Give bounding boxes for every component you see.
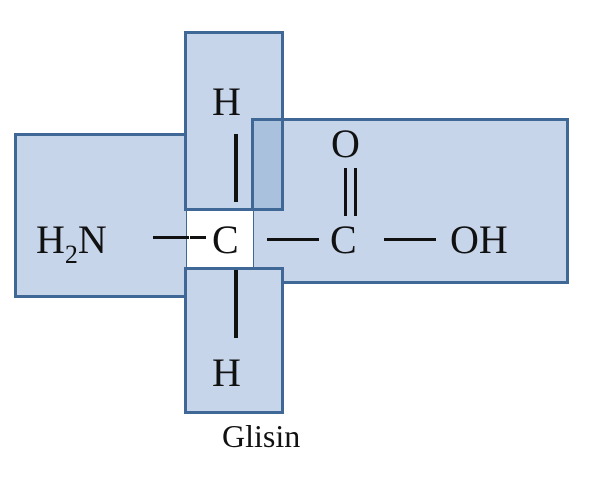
bond-bottom — [234, 270, 238, 338]
amine-group-box — [14, 133, 189, 298]
amine-h: H — [36, 217, 65, 262]
double-bond-2 — [354, 168, 357, 216]
bond-top — [234, 134, 238, 202]
carboxyl-group-box — [251, 118, 569, 284]
amine-n: N — [77, 217, 107, 262]
bond-n-c — [153, 236, 189, 239]
bond-c-oh — [384, 238, 436, 241]
top-hydrogen: H — [212, 79, 241, 124]
molecule-name: Glisin — [222, 418, 301, 454]
double-bond-1 — [344, 168, 347, 216]
hydroxyl-group: OH — [450, 217, 508, 262]
bond-c-c — [267, 238, 319, 241]
bottom-hydrogen: H — [212, 350, 241, 395]
alpha-carbon-region — [187, 211, 253, 267]
carboxyl-carbon: C — [330, 217, 357, 262]
box-overlap-region — [251, 118, 284, 211]
amine-subscript: 2 — [64, 240, 78, 269]
amine-group: H2N — [36, 217, 107, 268]
alpha-carbon: C — [212, 217, 239, 262]
carbonyl-oxygen: O — [331, 121, 360, 166]
bond-n-c-2 — [190, 236, 206, 239]
